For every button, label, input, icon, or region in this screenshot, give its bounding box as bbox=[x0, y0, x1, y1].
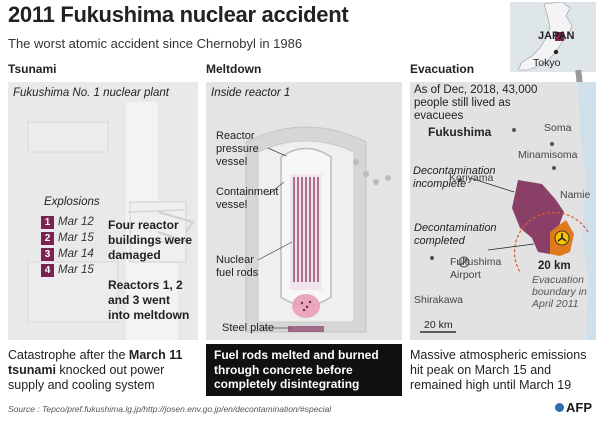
reactor-number-badge: 3 bbox=[41, 247, 54, 261]
explosion-date: Mar 14 bbox=[58, 248, 94, 260]
evacuation-heading: Evacuation bbox=[410, 62, 475, 76]
tsunami-heading: Tsunami bbox=[8, 62, 57, 76]
explosion-list: 1 Mar 12 2 Mar 15 3 Mar 14 4 Mar 15 bbox=[41, 214, 94, 278]
source-note: Source : Tepco/pref.fukushima.lg.jp/http… bbox=[8, 404, 332, 414]
explosion-date: Mar 12 bbox=[58, 216, 94, 228]
decon-incomplete-label: Decontamination incomplete bbox=[413, 165, 496, 190]
tsunami-caption-text: knocked out power supply and cooling sys… bbox=[8, 363, 165, 392]
explosion-date: Mar 15 bbox=[58, 264, 94, 276]
tsunami-caption-text: Catastrophe after the bbox=[8, 348, 129, 362]
scale-label: 20 km bbox=[424, 319, 453, 331]
explosions-label: Explosions bbox=[44, 196, 100, 208]
page-title: 2011 Fukushima nuclear accident bbox=[8, 2, 349, 27]
tokyo-label: Tokyo bbox=[533, 57, 561, 69]
explosion-item: 1 Mar 12 bbox=[41, 214, 94, 230]
containment-label: Containment vessel bbox=[216, 186, 279, 211]
shirakawa-label: Shirakawa bbox=[414, 294, 464, 306]
japan-inset-map: JAPAN Tokyo bbox=[510, 1, 596, 72]
meltdown-heading: Meltdown bbox=[206, 62, 262, 76]
explosion-item: 3 Mar 14 bbox=[41, 246, 94, 262]
page-subtitle: The worst atomic accident since Chernoby… bbox=[8, 36, 303, 51]
japan-label: JAPAN bbox=[538, 30, 575, 42]
meltdown-panel: Inside reactor 1 Reactor pressure vessel… bbox=[206, 82, 402, 340]
reactor-diagram bbox=[206, 82, 402, 340]
reactor-number-badge: 2 bbox=[41, 231, 54, 245]
meltdown-caption-box: Fuel rods melted and burned through conc… bbox=[206, 344, 402, 396]
explosion-item: 4 Mar 15 bbox=[41, 262, 94, 278]
evacuation-caption: Massive atmospheric emissions hit peak o… bbox=[410, 348, 587, 392]
steel-plate-label: Steel plate bbox=[222, 322, 274, 334]
namie-label: Namie bbox=[560, 189, 591, 201]
pressure-vessel-label: Reactor pressure vessel bbox=[216, 130, 259, 168]
reactor-number-badge: 1 bbox=[41, 215, 54, 229]
decon-completed-label: Decontamination completed bbox=[414, 222, 497, 247]
explosion-date: Mar 15 bbox=[58, 232, 94, 244]
fukushima-label: Fukushima bbox=[428, 125, 492, 139]
boundary-label: Evacuation boundary in April 2011 bbox=[532, 274, 587, 310]
afp-credit: AFP bbox=[566, 400, 592, 415]
tsunami-panel: Fukushima No. 1 nuclear plant Explosions… bbox=[8, 82, 198, 340]
afp-logo-icon bbox=[555, 403, 564, 412]
evacuees-note: As of Dec, 2018, 43,000 people still liv… bbox=[414, 84, 538, 122]
damaged-note: Four reactor buildings were damaged bbox=[108, 218, 193, 262]
reactor-number-badge: 4 bbox=[41, 263, 54, 277]
explosion-item: 2 Mar 15 bbox=[41, 230, 94, 246]
koriyama-label: Koriyama bbox=[449, 172, 494, 184]
meltdown-caption: Fuel rods melted and burned through conc… bbox=[214, 348, 379, 391]
minamisoma-label: Minamisoma bbox=[518, 149, 578, 161]
plant-label: Fukushima No. 1 nuclear plant bbox=[13, 87, 169, 99]
evacuation-map: As of Dec, 2018, 43,000 people still liv… bbox=[410, 82, 596, 340]
meltdown-note: Reactors 1, 2 and 3 went into meltdown bbox=[108, 278, 190, 322]
airport-label: Fukushima Airport bbox=[450, 256, 502, 281]
afp-logo: AFP bbox=[555, 400, 592, 415]
tsunami-caption: Catastrophe after the March 11 tsunami k… bbox=[8, 348, 203, 393]
soma-label: Soma bbox=[544, 122, 572, 134]
tsunami-caption-highlight: March 11 tsunami bbox=[8, 348, 183, 377]
fuel-rods-label: Nuclear fuel rods bbox=[216, 254, 259, 279]
radius-label: 20 km bbox=[538, 260, 571, 272]
inside-reactor-label: Inside reactor 1 bbox=[211, 87, 291, 99]
